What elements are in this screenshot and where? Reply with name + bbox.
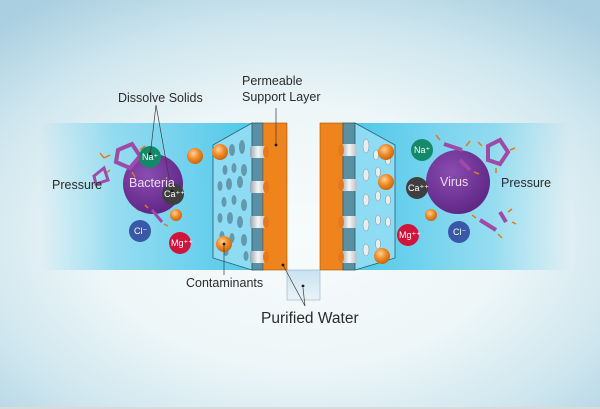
ion-calcium-left (162, 183, 184, 205)
pressure-left-label: Pressure (52, 178, 103, 192)
bacteria-label: Bacteria (129, 176, 175, 190)
ion-label-sodium-right: Na⁺ (414, 145, 431, 155)
contaminant-ball (378, 174, 394, 190)
membrane-left (251, 122, 264, 271)
contaminant-ball (187, 148, 203, 164)
ion-chloride-right (448, 221, 470, 243)
ion-sodium-right (411, 139, 433, 161)
leader-lines (149, 104, 306, 307)
ion-label-calcium-left: Ca⁺⁺ (164, 189, 186, 199)
virus-label: Virus (440, 175, 469, 189)
contaminants-label: Contaminants (186, 276, 264, 290)
membrane-channels-right (338, 144, 357, 263)
purified-water-label: Purified Water (261, 310, 359, 327)
membrane-channels-left (250, 146, 269, 263)
ion-label-chloride-left: Cl⁻ (134, 226, 148, 236)
permeable-support-label-line2: Support Layer (242, 90, 321, 104)
membrane-pores-left (217, 140, 249, 261)
ion-label-sodium-left: Na⁺ (142, 152, 159, 162)
ion-label-chloride-right: Cl⁻ (453, 227, 467, 237)
contaminant-ball (212, 144, 228, 160)
contaminant-ball (425, 209, 437, 221)
dissolve-solids-label: Dissolve Solids (118, 91, 203, 105)
ions-left (129, 146, 191, 254)
ions-right (397, 139, 470, 246)
ion-magnesium-left (169, 232, 191, 254)
molecule-icon (92, 134, 517, 239)
virus-cell (426, 150, 490, 214)
ion-calcium-right (406, 177, 428, 199)
ion-magnesium-right (397, 224, 419, 246)
contaminant-ball (170, 209, 182, 221)
pressure-right-label: Pressure (501, 176, 552, 190)
ion-label-magnesium-right: Mg⁺⁺ (399, 230, 422, 240)
ion-label-calcium-right: Ca⁺⁺ (408, 183, 430, 193)
ion-chloride-left (129, 220, 151, 242)
contaminant-ball (378, 144, 394, 160)
ion-label-magnesium-left: Mg⁺⁺ (171, 238, 194, 248)
permeable-support-label-line1: Permeable (242, 74, 303, 88)
contaminant-ball (374, 248, 390, 264)
